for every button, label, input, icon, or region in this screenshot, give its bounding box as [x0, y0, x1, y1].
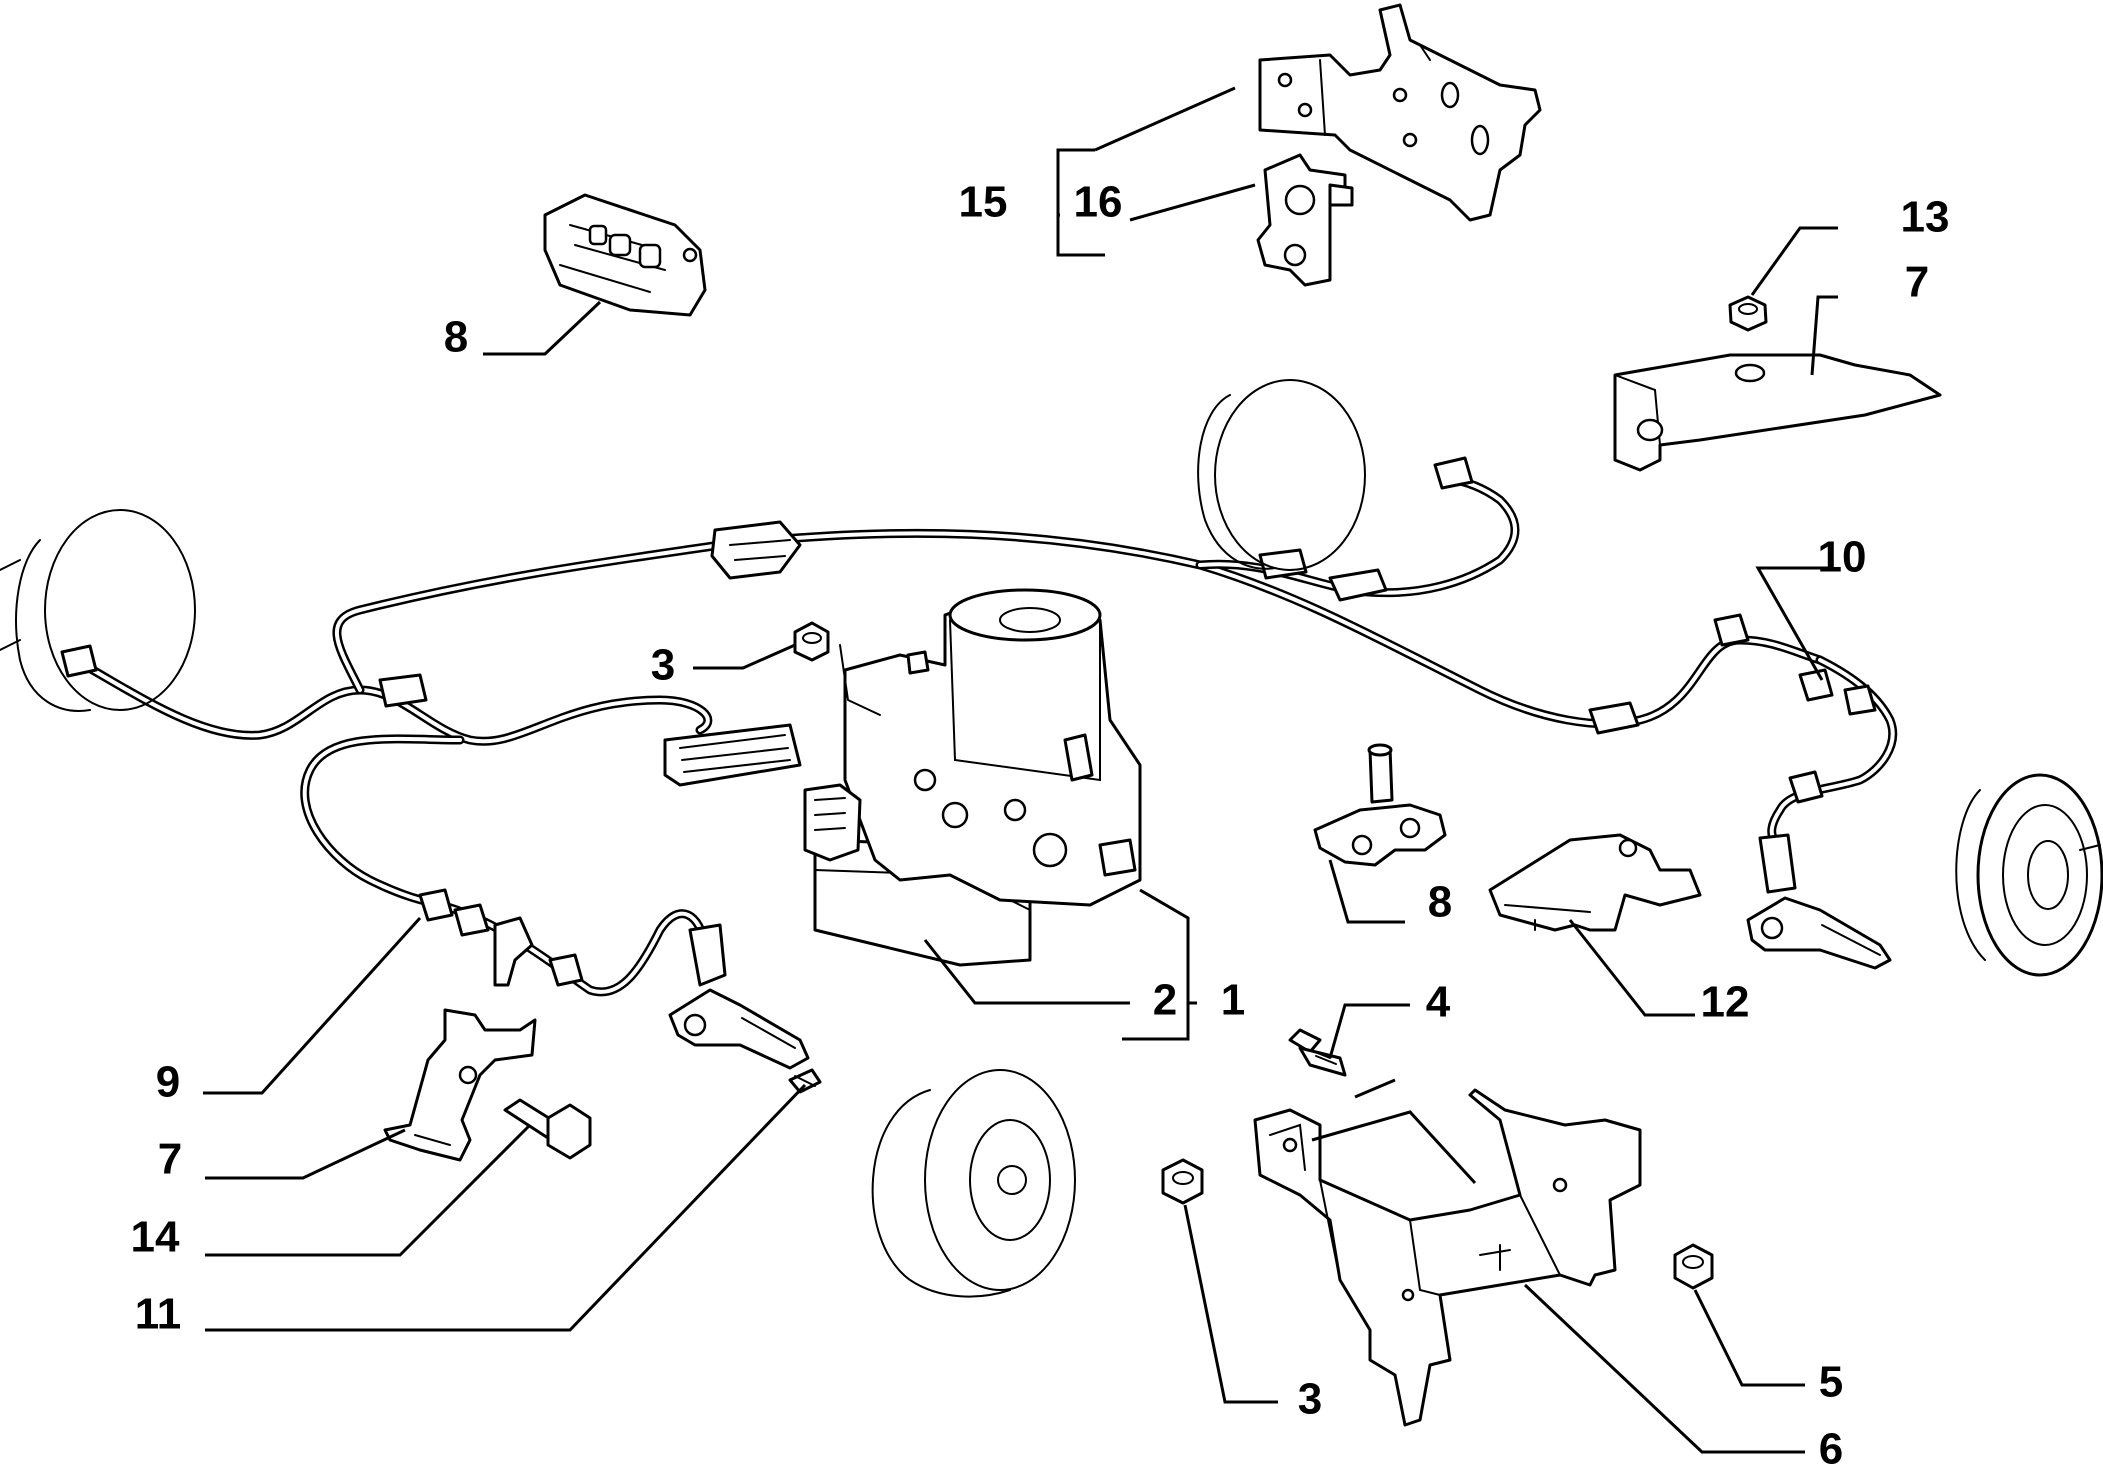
left-brake-drum [0, 509, 196, 712]
front-brake-disc [871, 1069, 1076, 1298]
callout-13: 13 [1901, 193, 1950, 242]
callout-4: 4 [1426, 978, 1451, 1027]
callout-3-lower: 3 [1298, 1375, 1322, 1424]
leader-lines [203, 86, 1838, 1454]
callout-10: 10 [1818, 533, 1867, 582]
callout-14: 14 [131, 1213, 180, 1262]
wheel-speed-sensor-left [668, 923, 810, 1070]
part-5-nut [1673, 1243, 1714, 1290]
part-6-support-bracket [1253, 1088, 1642, 1427]
part-12-sensor-bracket [1488, 833, 1702, 932]
callout-7-lower: 7 [158, 1135, 182, 1184]
part-7-plate-top [1613, 353, 1942, 472]
callout-1: 1 [1221, 976, 1245, 1025]
part-4-stud [1288, 1028, 1347, 1077]
rear-drum-top [1197, 379, 1474, 571]
callout-labels: 1 2 3 3 4 5 6 7 7 8 8 9 10 11 12 13 14 1… [131, 178, 1950, 1467]
callout-15: 15 [959, 178, 1008, 227]
callout-16: 16 [1074, 178, 1123, 227]
harness-ecu-connector [663, 723, 802, 787]
part-11-screw [788, 1068, 822, 1094]
abs-hydraulic-unit [803, 588, 1142, 967]
callout-5: 5 [1819, 1358, 1843, 1407]
part-3-nut-upper [793, 621, 881, 716]
part-9-sensor-cable-clips [418, 888, 584, 987]
part-8-sensor-bracket [1313, 743, 1447, 867]
callout-8-top: 8 [444, 313, 468, 362]
part-14-bolt [503, 1098, 592, 1160]
callout-2: 2 [1153, 976, 1177, 1025]
callout-7-top: 7 [1905, 258, 1929, 307]
callout-3-upper: 3 [651, 641, 675, 690]
right-brake-disc [1955, 773, 2103, 977]
part-10-sensor-cable-clips [1713, 613, 1877, 804]
part-16-clip [1256, 153, 1354, 287]
callout-8-middle: 8 [1428, 878, 1452, 927]
part-3-nut-lower [1161, 1158, 1204, 1205]
callout-12: 12 [1701, 978, 1750, 1027]
wheel-speed-sensor-right [1746, 833, 1892, 970]
callout-11: 11 [135, 1290, 182, 1339]
part-15-bracket [1258, 3, 1542, 222]
callout-6: 6 [1819, 1425, 1843, 1467]
part-8-connector-top [543, 193, 707, 317]
part-7-bracket-left [383, 1008, 537, 1162]
callout-9: 9 [156, 1058, 180, 1107]
part-13-nut [1728, 295, 1768, 332]
